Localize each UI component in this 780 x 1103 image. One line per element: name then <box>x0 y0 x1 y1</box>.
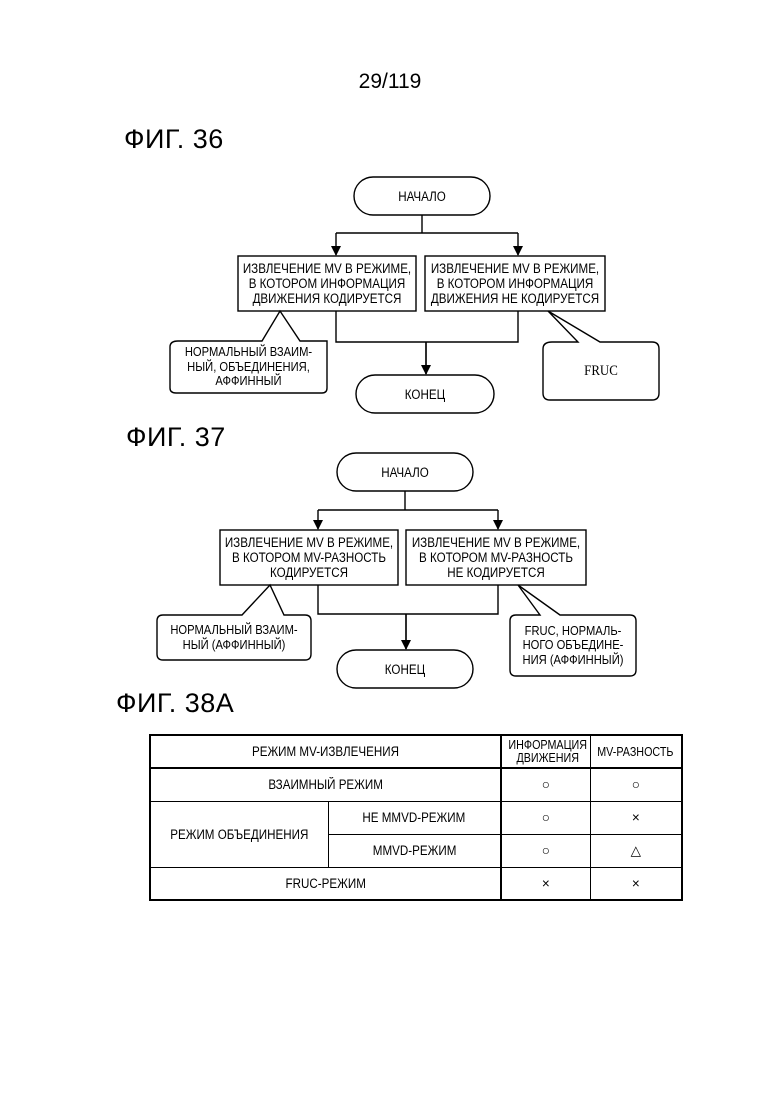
fig38a-title: ФИГ. 38A <box>116 688 234 719</box>
table-row: ВЗАИМНЫЙ РЕЖИМ ○ ○ <box>150 768 682 801</box>
row-merge-group-label: РЕЖИМ ОБЪЕДИНЕНИЯ <box>150 801 328 867</box>
fig37-merge-connector <box>318 585 498 649</box>
fig36-end-label: КОНЕЦ <box>366 375 485 413</box>
table-row: FRUC-РЕЖИМ × × <box>150 867 682 900</box>
row-inter-motion-info: ○ <box>501 768 590 801</box>
header-mv-diff: MV-РАЗНОСТЬ <box>590 735 682 768</box>
table-header-row: РЕЖИМ MV-ИЗВЛЕЧЕНИЯ ИНФОРМАЦИЯ ДВИЖЕНИЯ … <box>150 735 682 768</box>
row-inter-mv-diff: ○ <box>590 768 682 801</box>
fig37-box-right-label: ИЗВЛЕЧЕНИЕ MV В РЕЖИМЕ, В КОТОРОМ MV-РАЗ… <box>408 530 583 585</box>
row-mmvd-mv-diff: △ <box>590 834 682 867</box>
row-fruc-label: FRUC-РЕЖИМ <box>150 867 501 900</box>
fig37-end-label: КОНЕЦ <box>347 650 464 688</box>
row-non-mmvd-mv-diff: × <box>590 801 682 834</box>
fig36-callout-right-label: FRUC <box>551 342 651 400</box>
fig37-box-left-label: ИЗВЛЕЧЕНИЕ MV В РЕЖИМЕ, В КОТОРОМ MV-РАЗ… <box>222 530 396 585</box>
header-motion-info: ИНФОРМАЦИЯ ДВИЖЕНИЯ <box>501 735 590 768</box>
fig36-box-left-label: ИЗВЛЕЧЕНИЕ MV В РЕЖИМЕ, В КОТОРОМ ИНФОРМ… <box>240 256 414 311</box>
row-non-mmvd-label: НЕ MMVD-РЕЖИМ <box>328 801 501 834</box>
fig37-title: ФИГ. 37 <box>126 422 226 453</box>
mv-derivation-table: РЕЖИМ MV-ИЗВЛЕЧЕНИЯ ИНФОРМАЦИЯ ДВИЖЕНИЯ … <box>149 734 683 901</box>
row-non-mmvd-motion-info: ○ <box>501 801 590 834</box>
fig37-start-label: НАЧАЛО <box>347 453 464 491</box>
fig36-merge-connector <box>336 311 518 374</box>
row-fruc-mv-diff: × <box>590 867 682 900</box>
table-row: РЕЖИМ ОБЪЕДИНЕНИЯ НЕ MMVD-РЕЖИМ ○ × <box>150 801 682 834</box>
fig36-box-right-label: ИЗВЛЕЧЕНИЕ MV В РЕЖИМЕ, В КОТОРОМ ИНФОРМ… <box>427 256 602 311</box>
row-fruc-motion-info: × <box>501 867 590 900</box>
fig37-branch-connector <box>318 491 498 510</box>
row-mmvd-label: MMVD-РЕЖИМ <box>328 834 501 867</box>
fig36-branch-connector <box>336 215 518 233</box>
row-mmvd-motion-info: ○ <box>501 834 590 867</box>
row-inter-label: ВЗАИМНЫЙ РЕЖИМ <box>150 768 501 801</box>
fig37-callout-left-label: НОРМАЛЬНЫЙ ВЗАИМ- НЫЙ (АФФИННЫЙ) <box>162 615 306 660</box>
fig37-callout-right-label: FRUC, НОРМАЛЬ- НОГО ОБЪЕДИНЕ- НИЯ (АФФИН… <box>515 615 632 676</box>
header-mode: РЕЖИМ MV-ИЗВЛЕЧЕНИЯ <box>150 735 501 768</box>
fig36-start-label: НАЧАЛО <box>364 177 481 215</box>
fig36-callout-left-label: НОРМАЛЬНЫЙ ВЗАИМ- НЫЙ, ОБЪЕДИНЕНИЯ, АФФИ… <box>174 341 323 393</box>
